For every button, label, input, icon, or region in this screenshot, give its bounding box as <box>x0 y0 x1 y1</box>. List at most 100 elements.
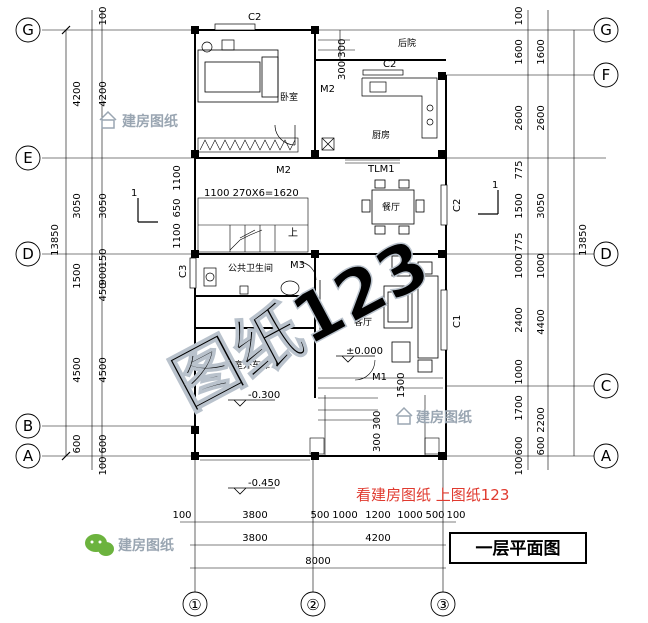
dim-right-i-1600: 1600 <box>514 39 525 64</box>
opening-labels: C2 C2 C2 C3 C1 M2 M2 M3 M1 TLM1 1100 270… <box>131 12 498 489</box>
section-mark-right: 1 <box>492 180 498 191</box>
dim-right-i-775a: 775 <box>514 160 525 179</box>
dim-left-i-1100a: 1100 <box>172 165 183 190</box>
axis-label-D-right: D <box>600 245 612 263</box>
wardrobe <box>197 137 299 153</box>
walls <box>194 29 447 460</box>
columns <box>191 26 446 460</box>
label-m3: M3 <box>290 260 305 271</box>
dim-right-total: 13850 <box>578 224 589 256</box>
axis-label-1: ① <box>188 596 201 614</box>
axis-bubble-3 <box>430 591 456 617</box>
label-c2-top: C2 <box>248 12 261 23</box>
toilet-fixtures <box>203 261 317 296</box>
dim-right-600: 600 <box>536 436 547 455</box>
house-icon <box>99 110 117 129</box>
dim-right-2600: 2600 <box>536 105 547 130</box>
dim-right-4400: 4400 <box>536 309 547 334</box>
axis-label-D-left: D <box>22 245 34 263</box>
right-inner-dims: 100 1600 2600 775 1500 775 1000 2400 100… <box>514 6 525 475</box>
label-c2-kitchen: C2 <box>383 59 396 70</box>
dim-right-i-600: 600 <box>514 436 525 455</box>
label-level-outside: -0.450 <box>248 478 280 489</box>
axis-bubble-E-left <box>15 145 41 171</box>
dim-bot-3800b: 3800 <box>242 533 267 544</box>
dim-left-i-150: 150 <box>98 248 109 267</box>
room-public-toilet: 公共卫生间 <box>228 262 273 274</box>
axis-bubble-A-right <box>593 443 619 469</box>
dim-bot-500b: 500 <box>425 510 444 521</box>
axis-label-F-right: F <box>602 66 611 84</box>
dim-left-i-900: 900 <box>98 266 109 285</box>
axis-bubble-F-right <box>593 62 619 88</box>
left-outer-dims: 4200 3050 1500 4500 600 13850 <box>50 81 83 453</box>
label-c2-right: C2 <box>452 199 463 212</box>
dim-bot-100b: 100 <box>446 510 465 521</box>
dim-bot-500a: 500 <box>310 510 329 521</box>
axis-bubble-G-right <box>593 17 619 43</box>
living-furniture <box>319 255 439 373</box>
dim-right-i-1700: 1700 <box>514 395 525 420</box>
watermark-text-2: 建房图纸 <box>416 409 472 426</box>
watermark-text-1: 建房图纸 <box>122 113 178 130</box>
left-dim-lines <box>61 10 103 470</box>
label-step-300-top: 300 300 <box>337 39 348 80</box>
dim-right-i-100b: 100 <box>514 456 525 475</box>
house-icon <box>395 406 413 425</box>
dim-right-3050: 3050 <box>536 193 547 218</box>
bottom-dims-row1: 100 3800 500 1000 1200 1000 500 100 <box>172 510 465 521</box>
label-stair-up: 上 <box>288 227 298 239</box>
dim-bot-3800a: 3800 <box>242 510 267 521</box>
dim-right-1600: 1600 <box>536 39 547 64</box>
label-level-zero: ±0.000 <box>346 346 383 357</box>
dim-left-i-3050: 3050 <box>98 193 109 218</box>
windows <box>189 23 448 351</box>
dim-right-i-1500: 1500 <box>514 193 525 218</box>
dim-right-i-2600: 2600 <box>514 105 525 130</box>
label-level-garage: -0.300 <box>248 390 280 401</box>
room-dining: 餐厅 <box>382 201 400 213</box>
right-outer-dims: 1600 2600 3050 1000 4400 2200 600 13850 <box>536 39 589 455</box>
label-m2-bed: M2 <box>320 84 335 95</box>
room-living: 客厅 <box>354 316 372 328</box>
room-labels: 后院 卧室 厨房 餐厅 公共卫生间 客厅 室外车库 <box>228 37 416 371</box>
dim-bot-1000a: 1000 <box>332 510 357 521</box>
dim-left-i-100a: 100 <box>98 6 109 25</box>
bottom-dims-row2: 3800 4200 8000 <box>242 533 390 567</box>
dim-left-i-100b: 100 <box>98 456 109 475</box>
axis-label-3: ③ <box>436 596 449 614</box>
title-box <box>449 532 587 564</box>
label-step-1500: 1500 <box>396 373 407 398</box>
dim-left-i-4200: 4200 <box>98 81 109 106</box>
right-dim-lines <box>527 10 575 470</box>
dim-left-i-4500: 4500 <box>98 357 109 382</box>
dim-left-3050: 3050 <box>72 193 83 218</box>
drawing-title: 一层平面图 <box>476 539 561 559</box>
axis-bubble-D-left <box>15 241 41 267</box>
axis-bubbles <box>15 17 619 617</box>
axis-bubble-D-right <box>593 241 619 267</box>
dim-left-i-600: 600 <box>98 434 109 453</box>
bed <box>197 49 279 103</box>
dim-right-i-1000b: 1000 <box>514 359 525 384</box>
axis-label-A-left: A <box>23 447 34 465</box>
dim-left-total: 13850 <box>50 224 61 256</box>
label-c3: C3 <box>178 265 189 278</box>
staircase <box>197 197 309 253</box>
dim-right-i-1000a: 1000 <box>514 253 525 278</box>
left-inner-dims: 100 4200 3050 1100 650 1100 150 900 450 … <box>98 6 183 475</box>
axis-label-G-right: G <box>600 21 612 39</box>
label-step-300-bot: 300 300 <box>372 411 383 452</box>
sliding-door-tlm1 <box>345 159 400 164</box>
dim-left-4200: 4200 <box>72 81 83 106</box>
label-c1: C1 <box>452 315 463 328</box>
axis-bubble-C-right <box>593 373 619 399</box>
red-caption: 看建房图纸 上图纸123 <box>356 486 509 504</box>
backyard-steps <box>318 30 355 60</box>
kitchen-counter <box>321 77 438 151</box>
label-m2-hall: M2 <box>276 165 291 176</box>
garage-entry <box>200 359 443 461</box>
axis-label-E-left: E <box>23 149 32 167</box>
section-marks <box>137 190 499 223</box>
